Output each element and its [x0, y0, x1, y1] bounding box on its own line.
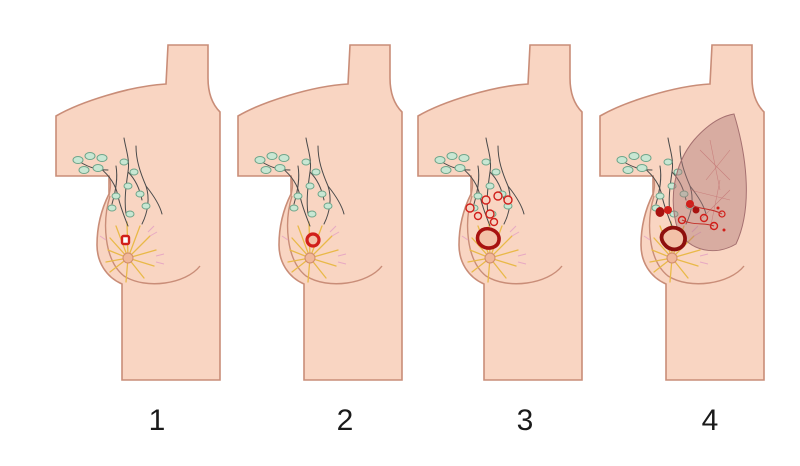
stage-4-figure	[600, 45, 764, 380]
tumor-stage-2	[307, 234, 319, 246]
stage-label-4: 4	[690, 404, 730, 438]
stage-label-1: 1	[137, 404, 177, 438]
stage-3-figure	[418, 45, 582, 380]
tumor-stage-4	[662, 228, 686, 250]
tumor-stage-1	[122, 236, 129, 244]
tumor-stage-3	[478, 229, 500, 248]
stage-label-3: 3	[505, 404, 545, 438]
stage-label-2: 2	[325, 404, 365, 438]
stage-2-figure	[238, 45, 402, 380]
stage-1-figure	[56, 45, 220, 380]
